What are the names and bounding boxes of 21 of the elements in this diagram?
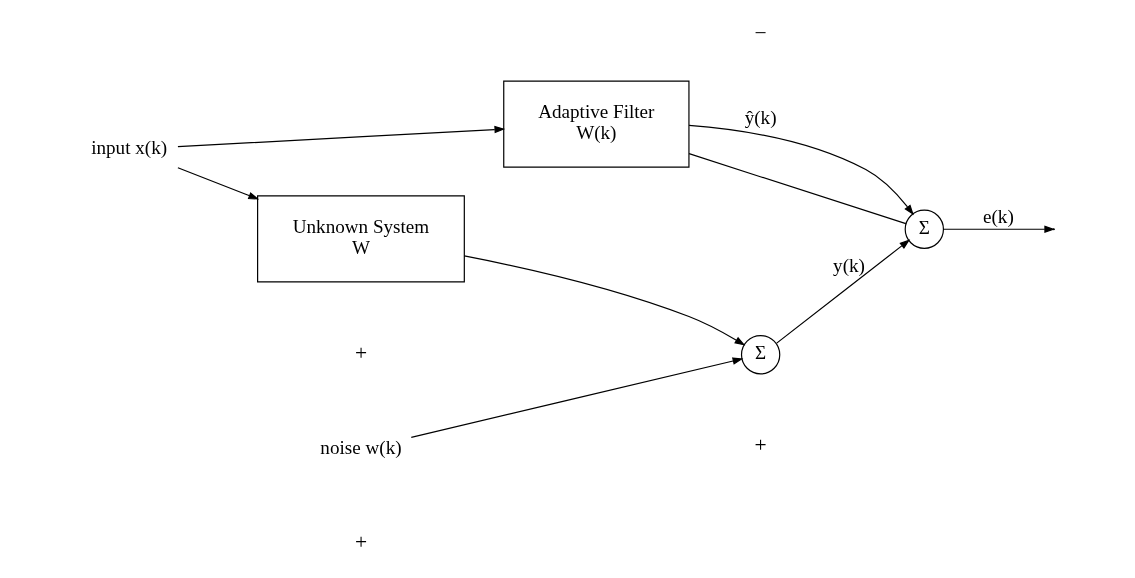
arrow [943, 225, 1056, 234]
node-circle: Σ [740, 335, 781, 375]
arrow [463, 255, 746, 346]
label: + [354, 340, 368, 365]
node-text: input x(k) [91, 136, 168, 158]
label: − [754, 20, 767, 45]
arrow [410, 357, 744, 439]
connector [688, 153, 907, 225]
node-box: Unknown System W [257, 195, 465, 283]
node-box: Adaptive Filter W(k) [503, 80, 690, 168]
arrow [688, 124, 914, 216]
edge-label: ŷ(k) [744, 106, 777, 128]
edge-label: e(k) [983, 206, 1014, 228]
label: + [754, 432, 767, 457]
node-circle: Σ [904, 209, 945, 249]
edge-label: y(k) [833, 255, 865, 277]
node-text: noise w(k) [320, 436, 402, 458]
arrow [177, 125, 506, 148]
arrow [776, 239, 911, 344]
arrow [177, 167, 260, 200]
label: + [354, 529, 368, 554]
